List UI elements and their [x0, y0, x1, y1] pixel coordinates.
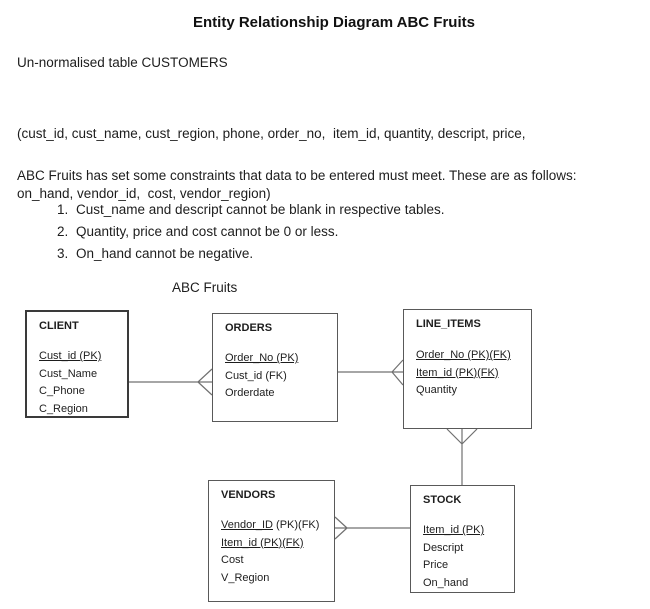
relationship-line-client-orders — [129, 368, 213, 396]
page-title: Entity Relationship Diagram ABC Fruits — [193, 14, 475, 31]
attribute-list-line-2: on_hand, vendor_id, cost, vendor_region) — [17, 186, 271, 201]
field-row: Order_No (PK)(FK) — [416, 349, 511, 361]
entity-fields: Order_No (PK)(FK) Item_id (PK)(FK) Quant… — [404, 347, 531, 400]
relationship-line-vendors-stock — [334, 516, 410, 540]
field-row: On_hand — [423, 576, 469, 589]
field-row: Order_No (PK) — [225, 352, 299, 364]
constraint-text: On_hand cannot be negative. — [76, 246, 254, 261]
field-row: Quantity — [416, 384, 457, 396]
field-row: V_Region — [221, 571, 270, 584]
constraint-item-3: 3. On_hand cannot be negative. — [57, 246, 253, 261]
entity-fields: Cust_id (PK) Cust_Name C_Phone C_Region — [27, 348, 127, 418]
entity-orders: ORDERS Order_No (PK) Cust_id (FK) Orderd… — [212, 313, 338, 422]
constraint-text: Quantity, price and cost cannot be 0 or … — [76, 224, 339, 239]
entity-line-items: LINE_ITEMS Order_No (PK)(FK) Item_id (PK… — [403, 309, 532, 429]
constraint-item-1: 1. Cust_name and descript cannot be blank… — [57, 202, 444, 217]
unnormalised-attribute-list: (cust_id, cust_name, cust_region, phone,… — [17, 84, 526, 224]
field-row: Cust_Name — [39, 367, 98, 380]
relationship-line-lineitems-stock — [446, 428, 478, 485]
field-row: Cost — [221, 554, 244, 566]
entity-stock: STOCK Item_id (PK) Descript Price On_han… — [410, 485, 515, 593]
entity-fields: Order_No (PK) Cust_id (FK) Orderdate — [213, 350, 337, 403]
entity-fields: Item_id (PK) Descript Price On_hand — [411, 522, 514, 592]
field-row: Cust_id (PK) — [39, 350, 102, 362]
field-row: Vendor_ID (PK)(FK) — [221, 519, 320, 531]
unnormalised-table-heading: Un-normalised table CUSTOMERS — [17, 55, 228, 70]
diagram-caption: ABC Fruits — [172, 280, 238, 295]
entity-title: VENDORS — [221, 489, 276, 501]
relationship-line-orders-lineitems — [338, 359, 404, 386]
field-row: Item_id (PK)(FK) — [221, 536, 304, 549]
constraints-intro: ABC Fruits has set some constraints that… — [17, 168, 577, 183]
attribute-list-line-1: (cust_id, cust_name, cust_region, phone,… — [17, 126, 526, 141]
constraint-item-2: 2. Quantity, price and cost cannot be 0 o… — [57, 224, 338, 239]
field-row: Price — [423, 559, 449, 571]
constraint-number: 1. — [57, 202, 69, 217]
entity-client: CLIENT Cust_id (PK) Cust_Name C_Phone C_… — [25, 310, 129, 418]
field-row: Descript — [423, 541, 464, 554]
entity-fields: Vendor_ID (PK)(FK) Item_id (PK)(FK) Cost… — [209, 517, 334, 587]
entity-title: ORDERS — [225, 322, 273, 334]
field-row: Item_id (PK)(FK) — [416, 366, 499, 379]
constraint-number: 3. — [57, 246, 69, 261]
field-row: C_Phone — [39, 385, 85, 397]
entity-vendors: VENDORS Vendor_ID (PK)(FK) Item_id (PK)(… — [208, 480, 335, 602]
field-row: Cust_id (FK) — [225, 369, 287, 382]
constraint-number: 2. — [57, 224, 69, 239]
field-row: Orderdate — [225, 387, 275, 399]
entity-title: LINE_ITEMS — [416, 318, 481, 330]
entity-title: CLIENT — [39, 320, 79, 332]
entity-title: STOCK — [423, 494, 462, 506]
field-row: C_Region — [39, 402, 88, 415]
field-row: Item_id (PK) — [423, 524, 485, 536]
constraint-text: Cust_name and descript cannot be blank i… — [76, 202, 445, 217]
